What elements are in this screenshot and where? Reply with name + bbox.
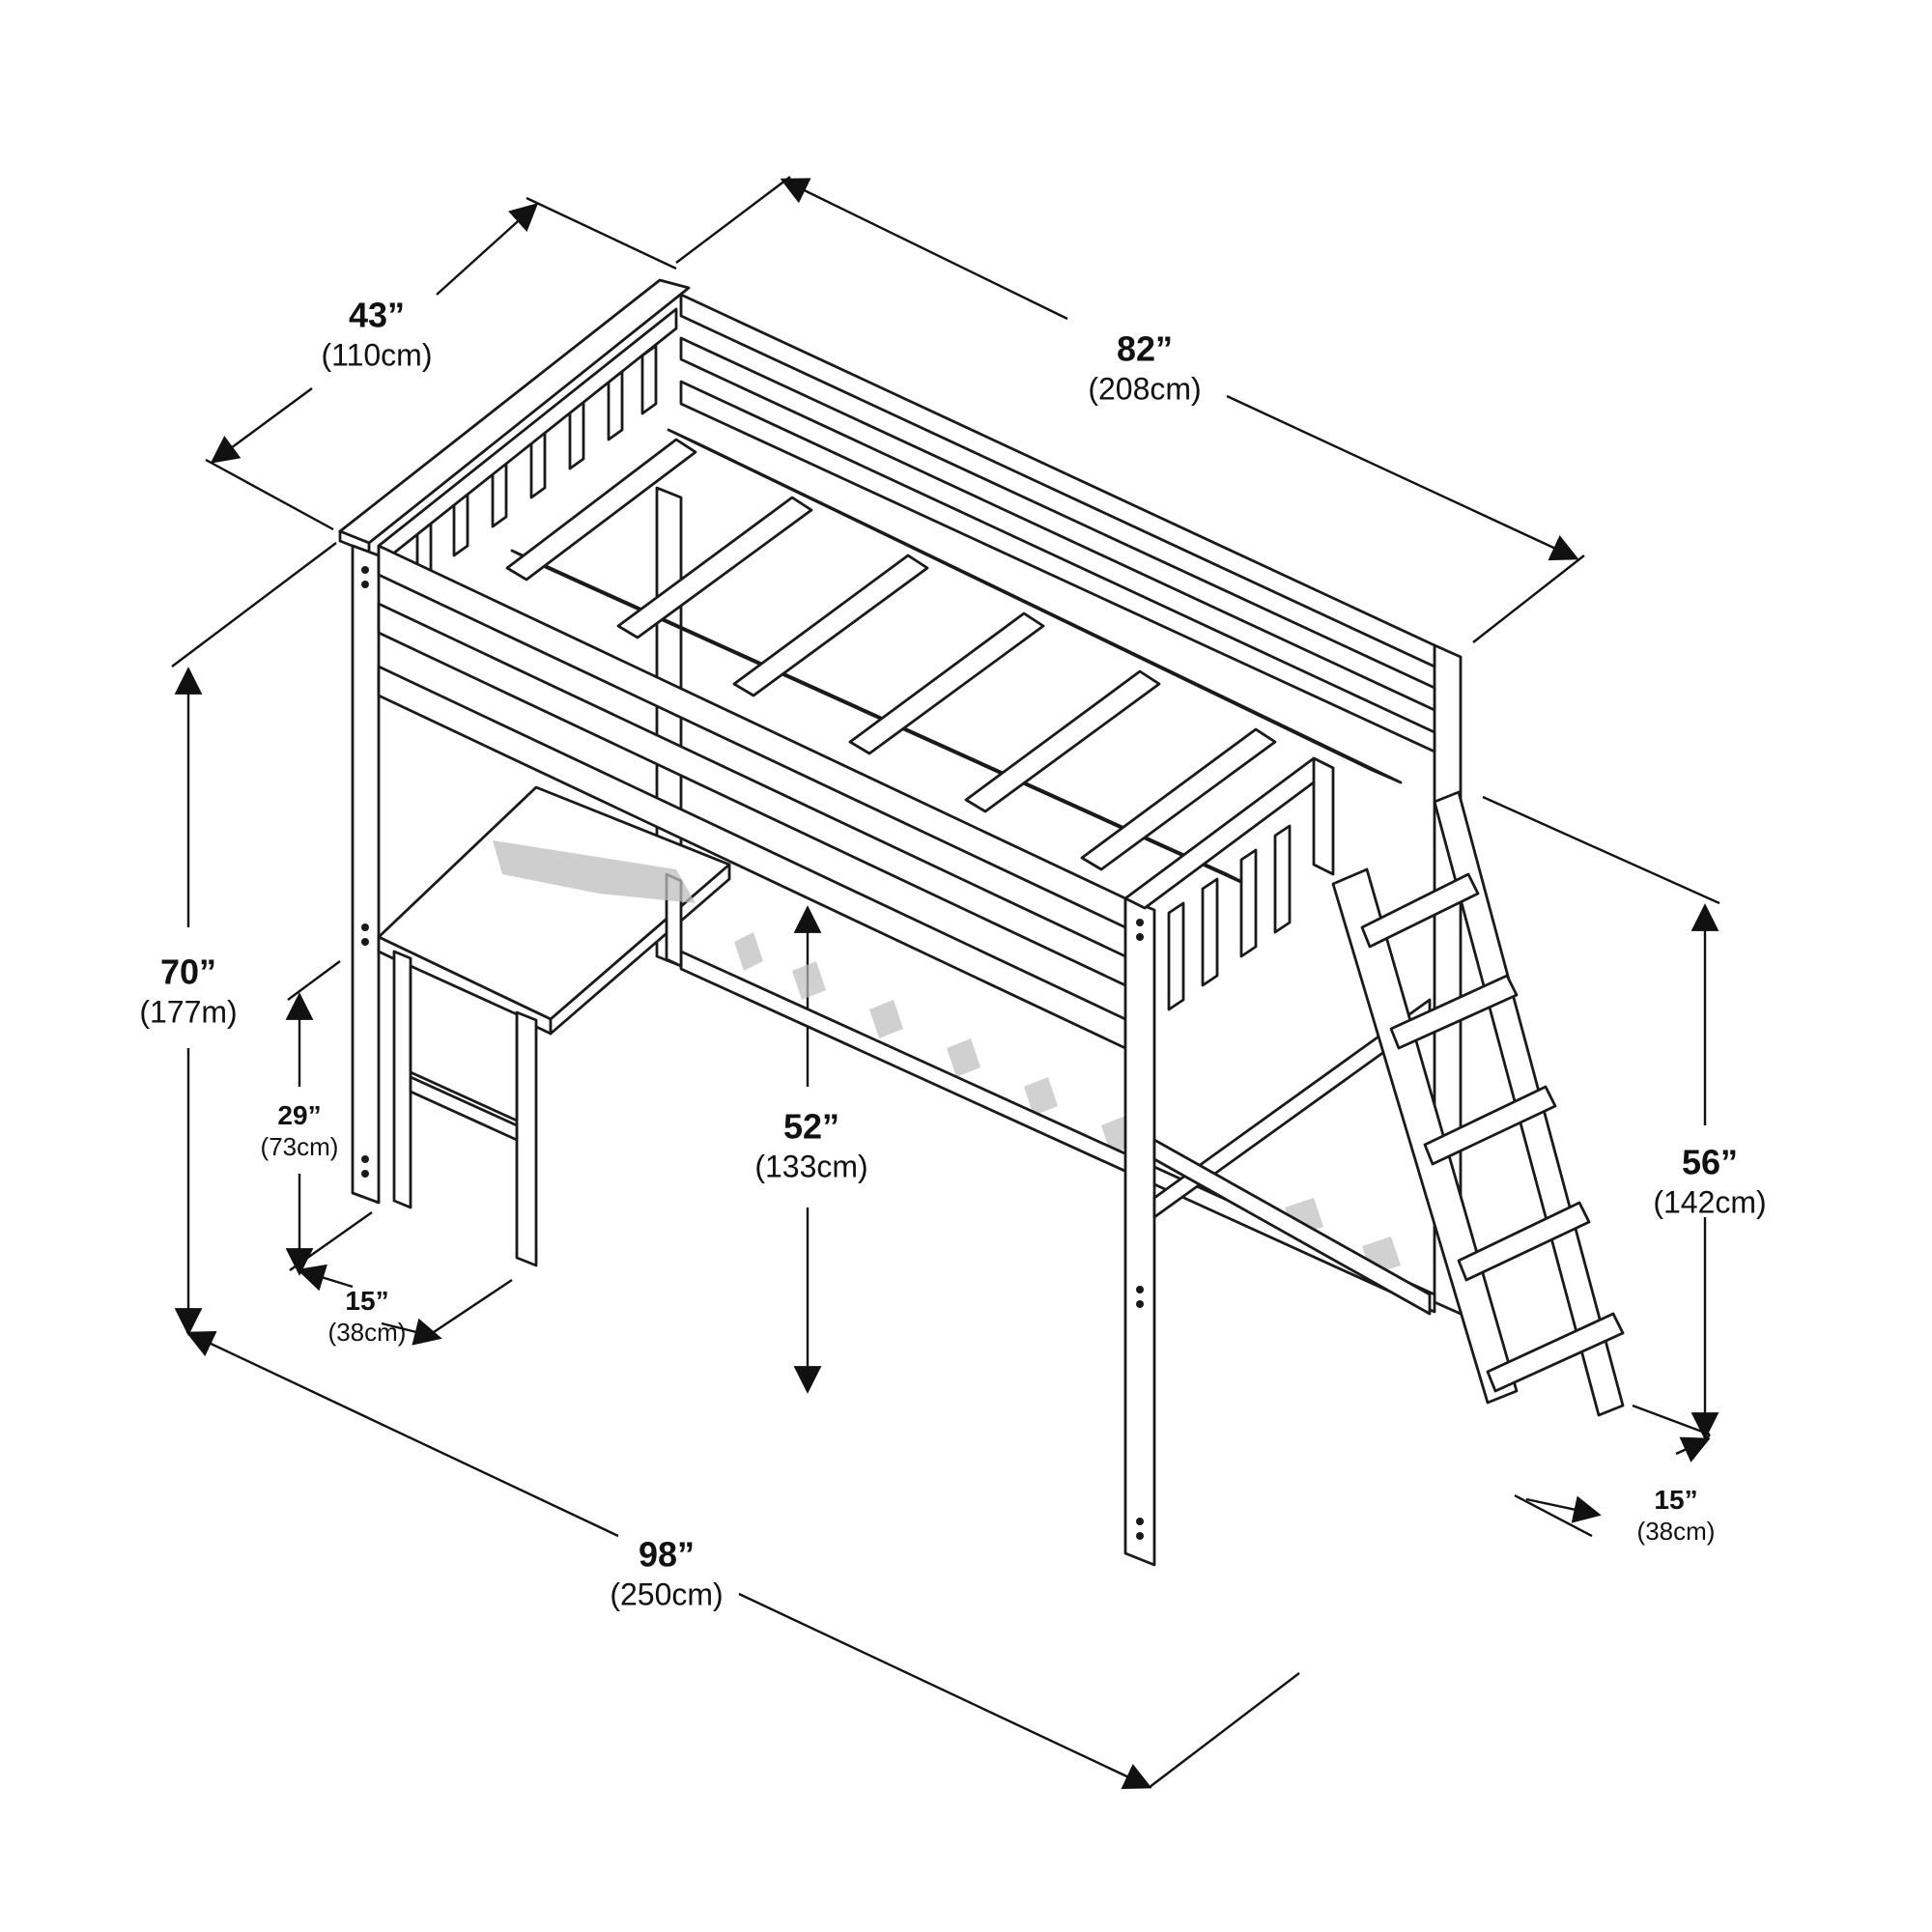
width-dimension-label: 43” (110cm): [322, 293, 433, 373]
total-height-imperial: 70”: [159, 952, 217, 992]
desk-height-dimension-label: 29” (73cm): [261, 1098, 339, 1162]
footboard-slats: [1167, 824, 1292, 1011]
desk-depth-metric: (38cm): [327, 1317, 407, 1347]
mattress-slats: [505, 428, 1403, 891]
total-length-metric: (250cm): [610, 1577, 724, 1612]
under-bed-imperial: 52”: [782, 1106, 840, 1147]
ladder-depth-imperial: 15”: [1654, 1484, 1698, 1515]
desk: [377, 785, 731, 1267]
total-height-metric: (177m): [139, 994, 238, 1030]
total-height-dimension-label: 70” (177m): [139, 950, 237, 1030]
ladder-height-imperial: 56”: [1681, 1142, 1739, 1182]
under-bed-metric: (133cm): [754, 1149, 868, 1184]
ladder-depth-metric: (38cm): [1636, 1516, 1716, 1546]
desk-height-imperial: 29”: [277, 1099, 322, 1130]
desk-depth-dimension-label: 15” (38cm): [328, 1284, 407, 1348]
desk-height-metric: (73cm): [260, 1131, 339, 1161]
bed-length-imperial: 82”: [1116, 328, 1174, 369]
width-metric: (110cm): [321, 337, 433, 373]
loft-bed: [338, 278, 1625, 1567]
total-length-imperial: 98”: [638, 1534, 696, 1575]
ladder-height-metric: (142cm): [1653, 1184, 1767, 1220]
total-length-dimension-label: 98” (250cm): [610, 1532, 723, 1612]
desk-depth-imperial: 15”: [345, 1285, 389, 1316]
bolt-holes: [361, 566, 1144, 1540]
width-imperial: 43”: [348, 295, 406, 335]
bed-length-dimension-label: 82” (208cm): [1088, 327, 1201, 407]
bed-length-metric: (208cm): [1088, 371, 1202, 407]
ladder-depth-dimension-label: 15” (38cm): [1637, 1483, 1716, 1547]
ladder: [1331, 790, 1625, 1417]
dimension-lines: [171, 176, 1720, 1789]
under-bed-dimension-label: 52” (133cm): [754, 1104, 867, 1184]
ladder-height-dimension-label: 56” (142cm): [1653, 1140, 1766, 1220]
